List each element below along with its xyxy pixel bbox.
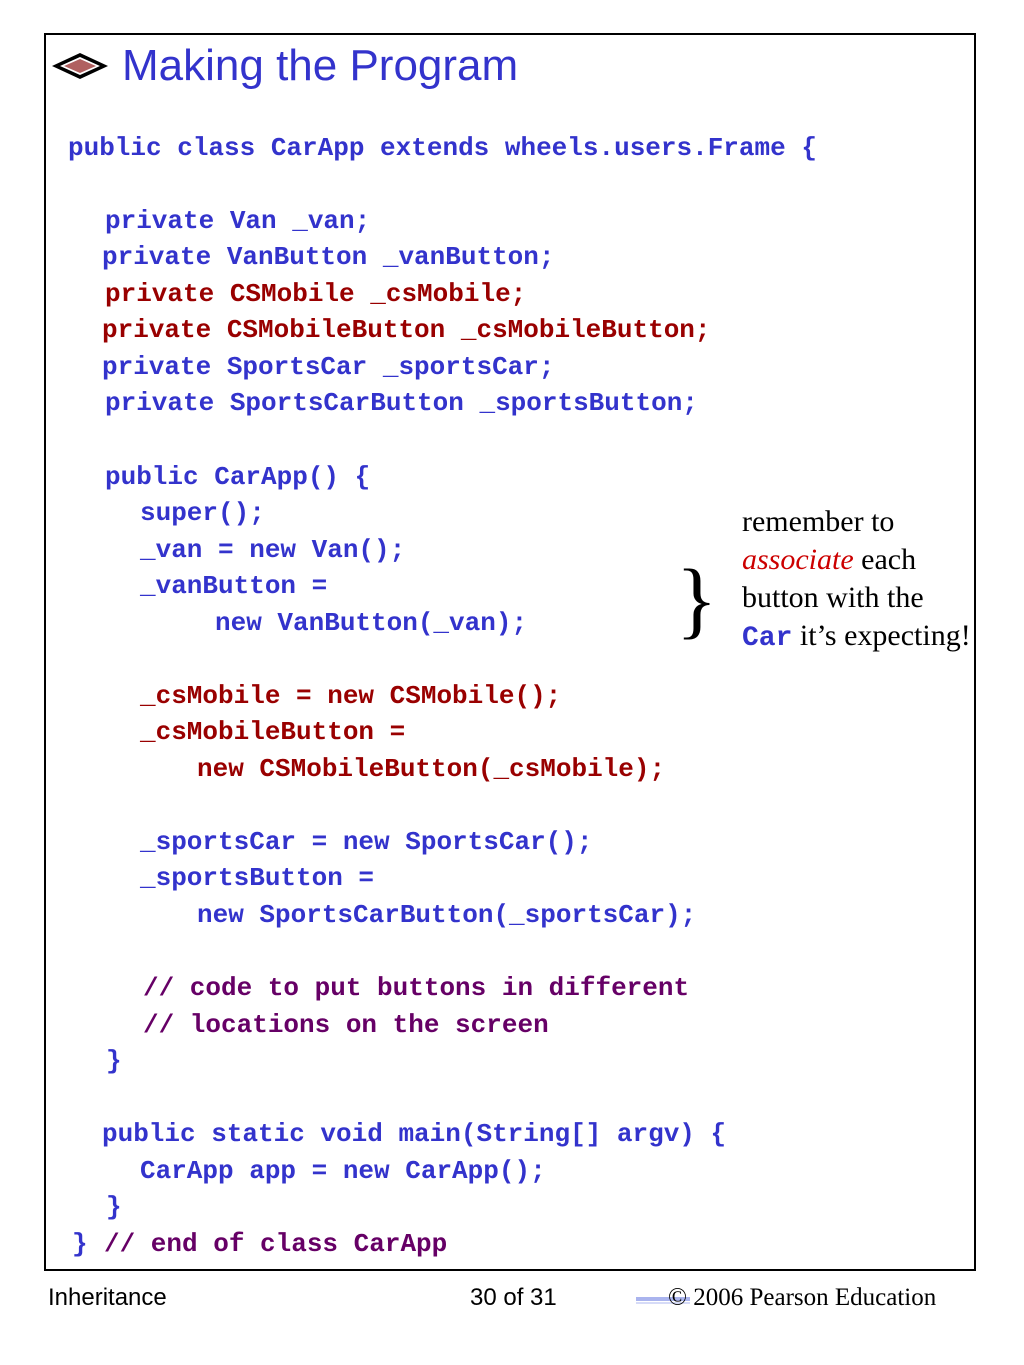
code-line: _van = new Van(); xyxy=(140,535,406,565)
code-line: new VanButton(_van); xyxy=(215,608,528,638)
code-comment: // code to put buttons in different xyxy=(143,973,690,1003)
code-line: _vanButton = xyxy=(140,571,328,601)
code-line: public static void main(String[] argv) { xyxy=(102,1119,727,1149)
note-emphasis: associate xyxy=(742,543,854,576)
code-line: new SportsCarButton(_sportsCar); xyxy=(197,900,697,930)
slide-frame xyxy=(44,33,976,1271)
footer-decoration-line xyxy=(636,1302,690,1304)
code-line: private CSMobileButton _csMobileButton; xyxy=(102,315,711,345)
code-comment: // end of class CarApp xyxy=(104,1229,448,1259)
code-line: _csMobile = new CSMobile(); xyxy=(140,681,562,711)
footer-decoration-line xyxy=(636,1297,690,1301)
code-line: super(); xyxy=(140,498,265,528)
code-line: } xyxy=(72,1229,88,1259)
note-text: each button with the xyxy=(742,543,924,614)
code-line: } xyxy=(106,1046,122,1076)
note-code-word: Car xyxy=(742,623,793,654)
slide-title: Making the Program xyxy=(122,41,519,90)
code-line: } xyxy=(106,1192,122,1222)
code-line: _sportsCar = new SportsCar(); xyxy=(140,827,593,857)
note-text: remember to xyxy=(742,505,895,538)
note-text: it’s expecting! xyxy=(792,619,971,652)
code-line: new CSMobileButton(_csMobile); xyxy=(197,754,666,784)
code-line: private SportsCarButton _sportsButton; xyxy=(105,388,698,418)
code-line: private Van _van; xyxy=(105,206,371,236)
page-number: 30 of 31 xyxy=(470,1284,557,1311)
curly-brace: } xyxy=(676,551,718,647)
code-line: CarApp app = new CarApp(); xyxy=(140,1156,546,1186)
code-comment: // locations on the screen xyxy=(143,1010,549,1040)
title-row: Making the Program xyxy=(50,38,518,94)
code-line: private SportsCar _sportsCar; xyxy=(102,352,555,382)
code-line: private CSMobile _csMobile; xyxy=(105,279,527,309)
code-line: _sportsButton = xyxy=(140,863,375,893)
footer-copyright: © 2006 Pearson Education xyxy=(668,1284,937,1311)
code-line: private VanButton _vanButton; xyxy=(102,242,555,272)
code-line: public CarApp() { xyxy=(105,462,371,492)
diamond-bullet-icon xyxy=(52,53,108,79)
annotation-note: remember to associate each button with th… xyxy=(742,503,972,658)
footer-topic: Inheritance xyxy=(48,1284,167,1311)
code-line: _csMobileButton = xyxy=(140,717,406,747)
code-line: public class CarApp extends wheels.users… xyxy=(68,133,817,163)
